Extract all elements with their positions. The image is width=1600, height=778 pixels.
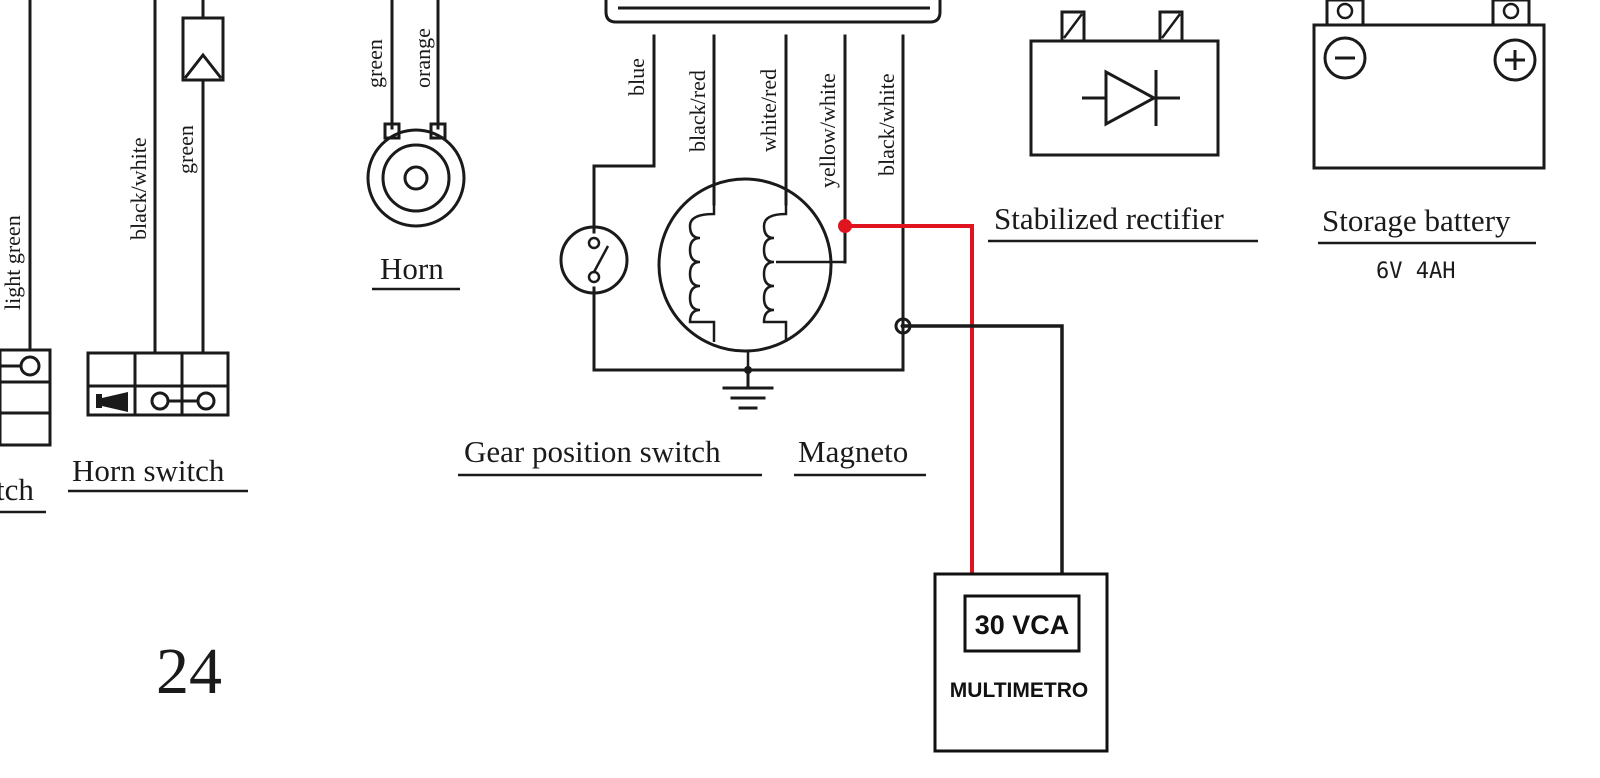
stabilized-rectifier-caption: Stabilized rectifier bbox=[994, 201, 1224, 236]
wire-label-black-red: black/red bbox=[685, 70, 710, 152]
wire-label-light-green: light green bbox=[0, 215, 25, 310]
battery-spec: 6V 4AH bbox=[1376, 259, 1455, 284]
storage-battery-caption: Storage battery bbox=[1322, 203, 1511, 238]
plus-terminal-icon bbox=[1493, 38, 1537, 82]
wire-label-horn-right: orange bbox=[410, 28, 435, 88]
wire-label-white-red: white/red bbox=[756, 69, 781, 152]
wire-label-black-white: black/white bbox=[874, 73, 899, 176]
red-probe-point bbox=[838, 219, 852, 233]
stabilized-rectifier: Stabilized rectifier bbox=[988, 10, 1258, 243]
minus-terminal-icon bbox=[1323, 36, 1367, 80]
horn-caption: Horn bbox=[380, 251, 444, 286]
multimeter-label: MULTIMETRO bbox=[950, 679, 1088, 702]
storage-battery: Storage battery 6V 4AH bbox=[1312, 0, 1546, 284]
page-number: 24 bbox=[156, 635, 222, 708]
test-probes bbox=[838, 219, 1064, 574]
wire-label-blue: blue bbox=[624, 58, 649, 96]
wire-label-yellow-white: yellow/white bbox=[815, 73, 840, 188]
magneto-caption: Magneto bbox=[798, 434, 908, 469]
horn-switch: black/white green Horn switch bbox=[68, 0, 248, 493]
gear-position-switch-caption: Gear position switch bbox=[464, 434, 721, 469]
partial-switch-caption: tch bbox=[0, 472, 34, 507]
partial-switch: light green tch bbox=[0, 0, 52, 514]
horn: green orange Horn bbox=[362, 0, 466, 291]
wire-label-horn-left: green bbox=[362, 39, 387, 88]
multimeter: 30 VCA MULTIMETRO bbox=[933, 572, 1109, 753]
multimeter-reading: 30 VCA bbox=[975, 610, 1070, 640]
wire-label-horn-switch-left: black/white bbox=[126, 137, 151, 240]
wire-label-horn-switch-right: green bbox=[173, 125, 198, 174]
magneto: blue black/red white/red yellow/white bl… bbox=[458, 0, 942, 477]
horn-switch-caption: Horn switch bbox=[72, 453, 225, 488]
